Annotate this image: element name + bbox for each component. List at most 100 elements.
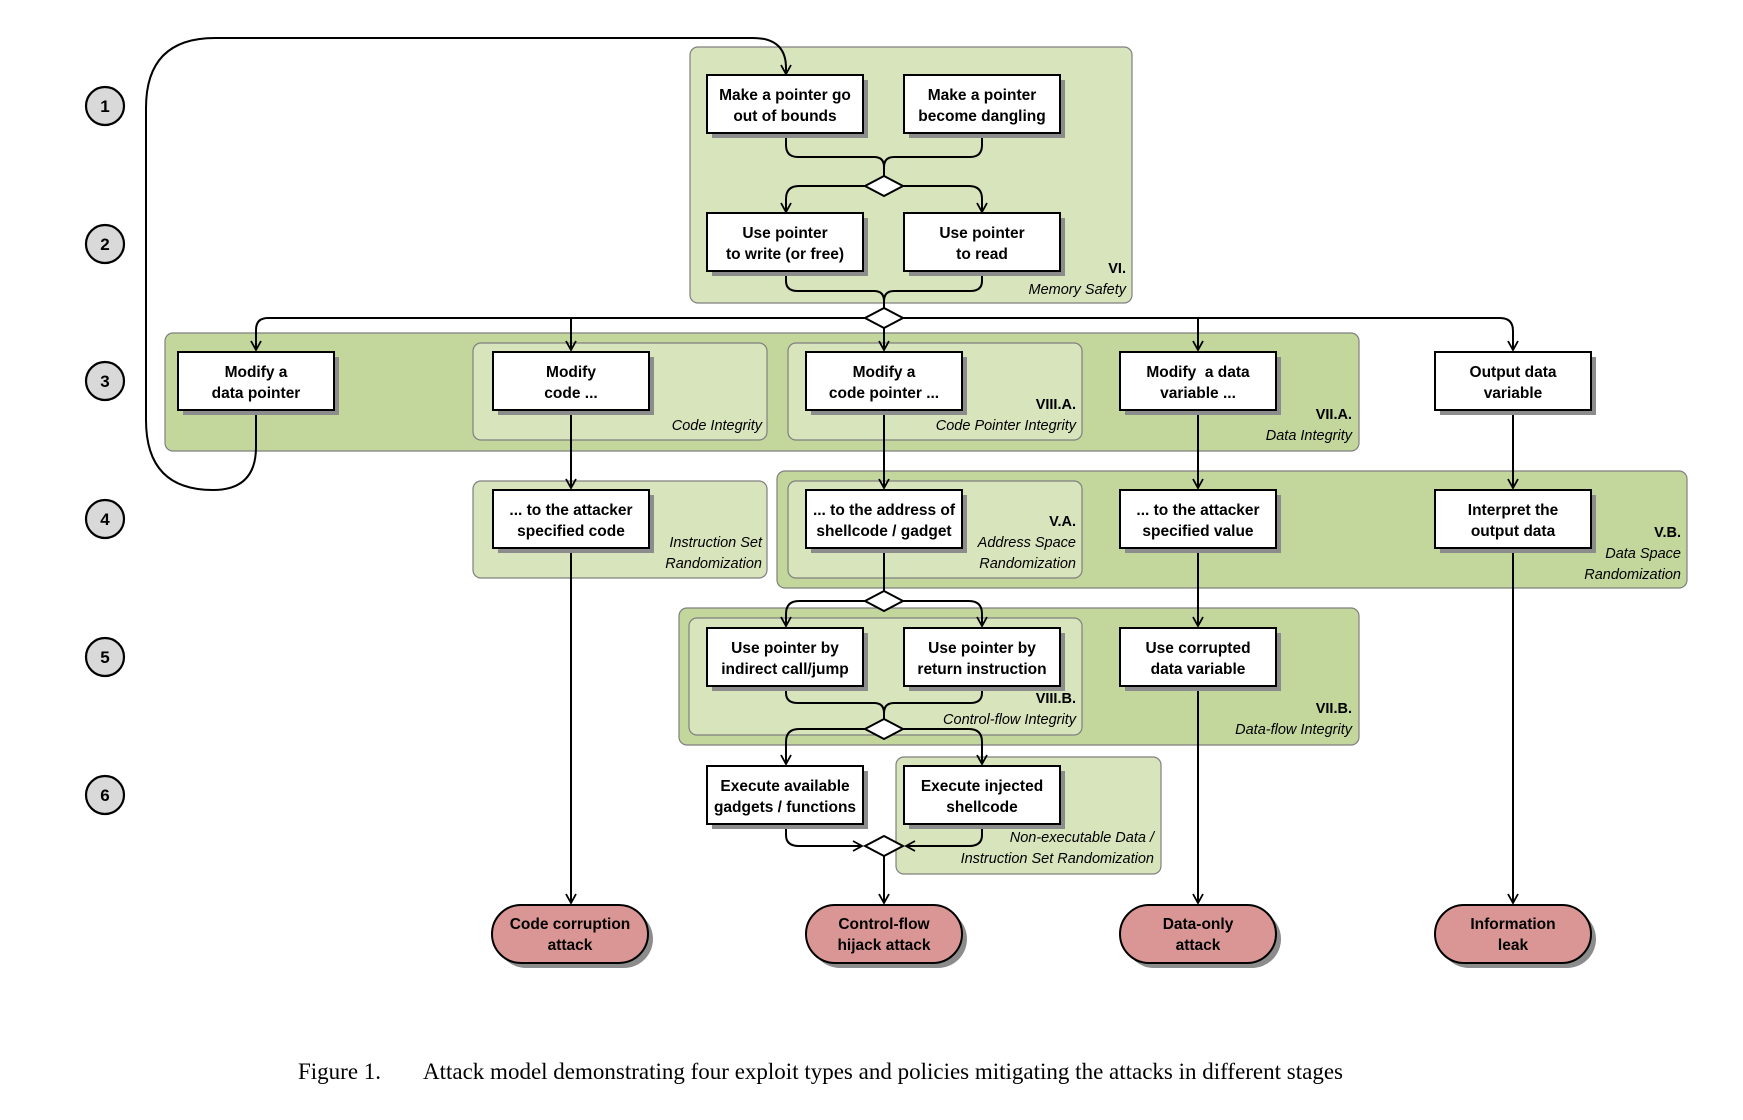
- attack-control-flow-hijack: Control-flow hijack attack: [805, 904, 967, 968]
- dsr-name-line2: Randomization: [1584, 567, 1681, 583]
- caption-text: Attack model demonstrating four exploit …: [423, 1059, 1343, 1084]
- box-text-line: Use pointer: [742, 225, 827, 242]
- box-output-data-variable: Output data variable: [1434, 351, 1596, 415]
- box-modify-code: Modify code ...: [492, 351, 654, 415]
- connector-write-merge: [785, 274, 885, 309]
- asr-name-line1: Address Space: [977, 535, 1076, 551]
- box-text-line: Execute injected: [921, 778, 1043, 795]
- connector-to-indirect-call: [780, 600, 865, 628]
- box-text-line: out of bounds: [733, 108, 836, 125]
- caption-label: Figure 1.: [298, 1059, 381, 1084]
- box-text-line: Use pointer: [939, 225, 1024, 242]
- attack-terminals: Code corruption attack Control-flow hija…: [491, 904, 1596, 968]
- box-text-line: Make a pointer go: [719, 87, 851, 104]
- connector-to-modify-data-pointer: [250, 317, 865, 352]
- box-text-line: Use pointer by: [731, 640, 839, 657]
- box-use-pointer-write: Use pointer to write (or free): [706, 212, 868, 276]
- isr-name-line1: Instruction Set: [669, 535, 763, 551]
- process-boxes: Make a pointer go out of bounds Make a p…: [177, 74, 1596, 829]
- attack-data-only: Data-only attack: [1119, 904, 1281, 968]
- connector-to-execute-shellcode: [903, 728, 988, 766]
- asr-name-line2: Randomization: [979, 556, 1076, 572]
- box-text-line: Execute available: [720, 778, 850, 795]
- policy-labels: VI. Memory Safety VII.A. Data Integrity …: [665, 261, 1681, 867]
- box-text-line: Use pointer by: [928, 640, 1036, 657]
- box-text-line: indirect call/jump: [721, 661, 848, 678]
- box-execute-shellcode: Execute injected shellcode: [903, 765, 1065, 829]
- memory-safety-number: VI.: [1108, 261, 1126, 277]
- code-pointer-integrity-number: VIII.A.: [1036, 397, 1076, 413]
- box-execute-gadgets: Execute available gadgets / functions: [706, 765, 868, 829]
- step-circle-3: [84, 360, 126, 402]
- step-circle-6: [84, 774, 126, 816]
- box-text-line: ... to the attacker: [509, 502, 632, 519]
- box-text-line: variable: [1484, 385, 1543, 402]
- control-flow-integrity-number: VIII.B.: [1036, 691, 1076, 707]
- connector-oob-merge: [785, 136, 885, 177]
- box-interpret-output: Interpret the output data: [1434, 489, 1596, 553]
- step-number-1: 1: [100, 97, 109, 116]
- connector-gadgets-merge: [785, 826, 864, 852]
- connector-to-return: [903, 600, 988, 628]
- box-text-line: shellcode: [946, 799, 1018, 816]
- connector-return-merge: [883, 688, 983, 720]
- data-flow-integrity-name: Data-flow Integrity: [1235, 722, 1353, 738]
- connector-dangling-merge: [883, 136, 983, 177]
- box-use-pointer-read: Use pointer to read: [903, 212, 1065, 276]
- step-number-4: 4: [100, 510, 110, 529]
- step-circle-5: [84, 636, 126, 678]
- box-modify-data-pointer: Modify a data pointer: [177, 351, 339, 415]
- asr-number: V.A.: [1049, 514, 1076, 530]
- nx-name-line1: Non-executable Data /: [1010, 830, 1156, 846]
- box-text-line: code ...: [544, 385, 597, 402]
- box-use-corrupted-variable: Use corrupted data variable: [1119, 627, 1281, 691]
- step-number-3: 3: [100, 372, 109, 391]
- attack-text-line: Data-only: [1163, 916, 1234, 933]
- attack-text-line: hijack attack: [837, 937, 930, 954]
- data-integrity-name: Data Integrity: [1266, 428, 1353, 444]
- step-number-2: 2: [100, 235, 109, 254]
- step-number-6: 6: [100, 786, 109, 805]
- box-to-shellcode-address: ... to the address of shellcode / gadget: [805, 489, 967, 553]
- box-text-line: specified code: [517, 523, 625, 540]
- box-text-line: Interpret the: [1468, 502, 1559, 519]
- box-text-line: specified value: [1142, 523, 1254, 540]
- control-flow-integrity-name: Control-flow Integrity: [943, 712, 1077, 728]
- step-circle-2: [84, 223, 126, 265]
- box-modify-data-variable: Modify a data variable ...: [1119, 351, 1281, 415]
- box-text-line: ... to the address of: [813, 502, 956, 519]
- connectors: [145, 37, 1519, 905]
- box-text-line: data pointer: [212, 385, 301, 402]
- step-markers: 1 2 3 4 5 6: [84, 85, 126, 816]
- box-text-line: Make a pointer: [928, 87, 1037, 104]
- box-use-indirect-call: Use pointer by indirect call/jump: [706, 627, 868, 691]
- box-text-line: Modify a data: [1146, 364, 1250, 381]
- decision-diamond-1: [862, 174, 906, 198]
- memory-safety-name: Memory Safety: [1029, 282, 1127, 298]
- connector-to-use-read: [903, 185, 988, 214]
- data-flow-integrity-number: VII.B.: [1316, 701, 1352, 717]
- connector-indirect-merge: [785, 688, 885, 720]
- step-number-5: 5: [100, 648, 109, 667]
- step-circle-1: [84, 85, 126, 127]
- dsr-name-line1: Data Space: [1605, 546, 1681, 562]
- connector-to-execute-gadgets: [780, 728, 865, 766]
- code-integrity-name: Code Integrity: [672, 418, 763, 434]
- box-text-line: Modify: [546, 364, 596, 381]
- box-text-line: to write (or free): [726, 246, 844, 263]
- box-text-line: shellcode / gadget: [816, 523, 951, 540]
- box-text-line: return instruction: [917, 661, 1046, 678]
- attack-text-line: Control-flow: [838, 916, 930, 933]
- figure-caption: Figure 1. Attack model demonstrating fou…: [298, 1059, 1343, 1084]
- attack-text-line: Information: [1470, 916, 1555, 933]
- box-text-line: data variable: [1151, 661, 1246, 678]
- box-text-line: variable ...: [1160, 385, 1236, 402]
- nx-name-line2: Instruction Set Randomization: [961, 851, 1154, 867]
- attack-text-line: attack: [1176, 937, 1221, 954]
- attack-text-line: leak: [1498, 937, 1529, 954]
- decision-diamond-4: [862, 717, 906, 741]
- box-to-attacker-value: ... to the attacker specified value: [1119, 489, 1281, 553]
- policy-regions: [164, 46, 1688, 875]
- isr-name-line2: Randomization: [665, 556, 762, 572]
